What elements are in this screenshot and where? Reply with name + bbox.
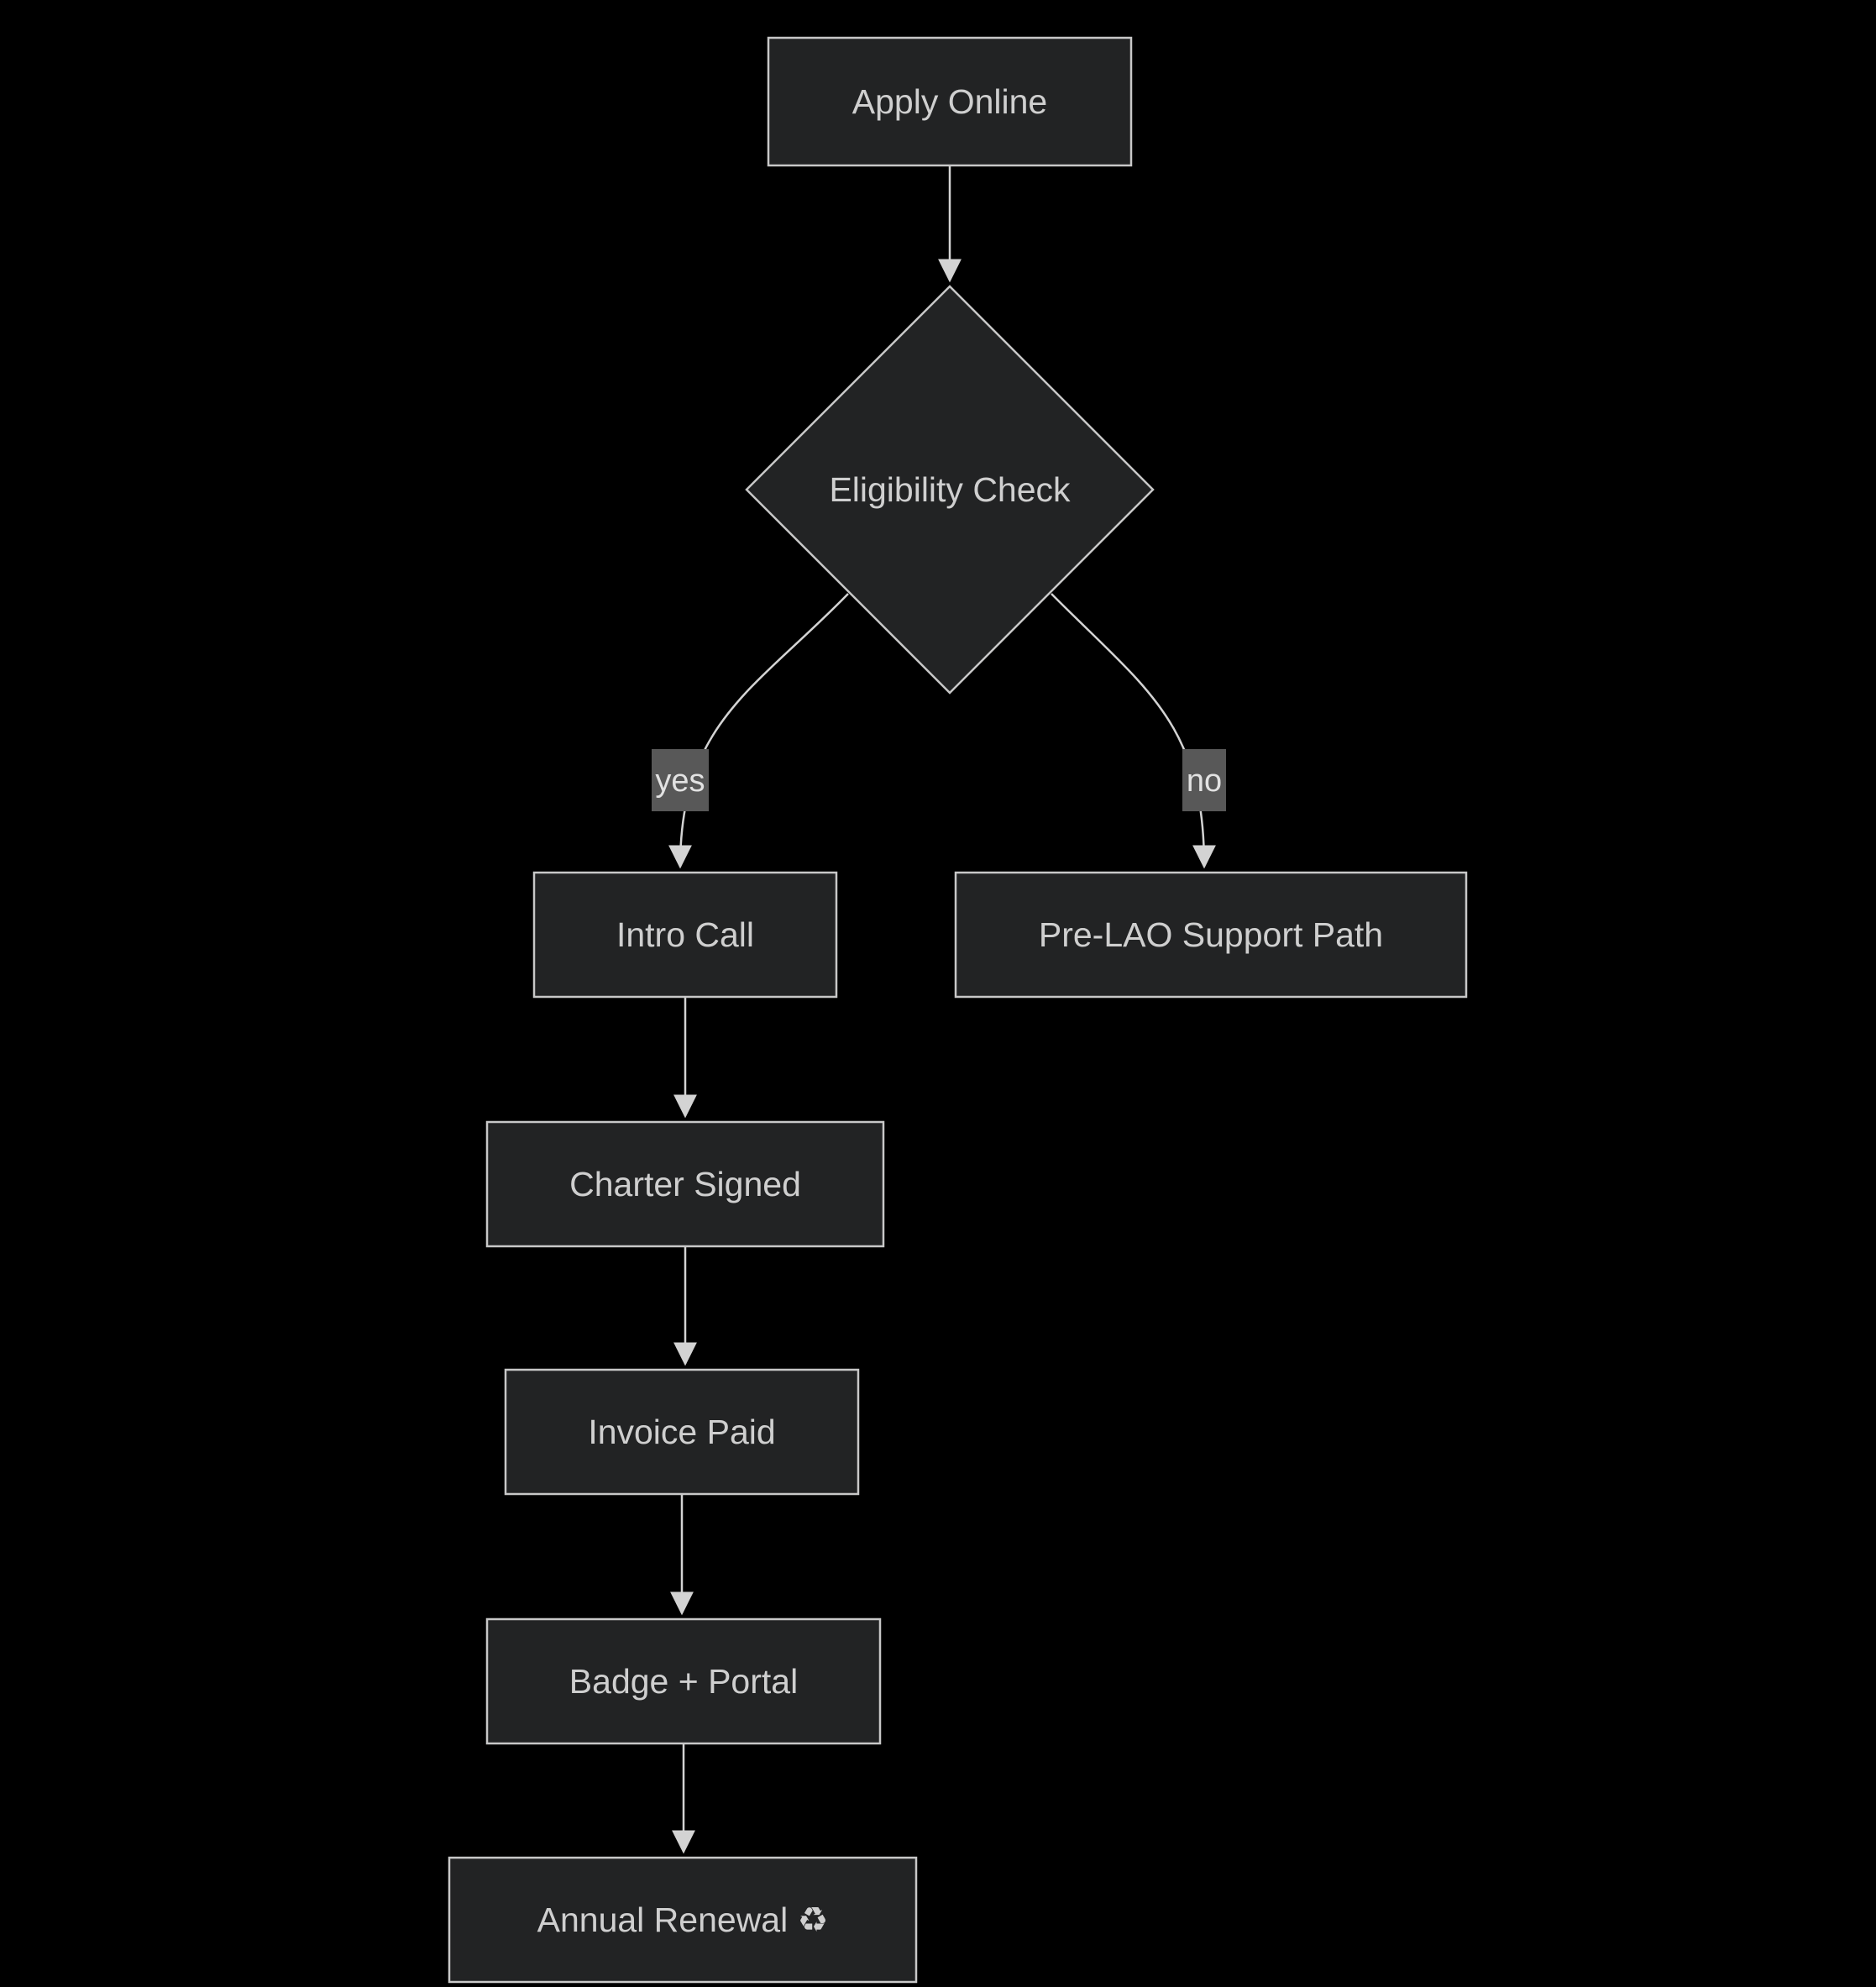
node-apply-online-box [767,36,1133,167]
node-badge-portal-label: Badge + Portal [569,1662,798,1701]
edge-label-no: no [1182,749,1226,811]
node-eligibility-check: Eligibility Check [745,285,1155,695]
edge-label-yes-background [652,749,709,811]
node-annual-renewal-label: Annual Renewal ♻ [537,1900,829,1939]
node-annual-renewal-box [448,1856,918,1984]
node-intro-call-label: Intro Call [616,915,754,954]
node-apply-online: Apply Online [767,36,1133,167]
edge-label-no-text: no [1187,763,1222,799]
node-badge-portal: Badge + Portal [485,1617,882,1745]
node-invoice-paid-box [504,1368,860,1496]
node-charter-signed-box [485,1120,885,1248]
node-invoice-paid: Invoice Paid [504,1368,860,1496]
node-charter-signed-label: Charter Signed [569,1165,801,1203]
node-invoice-paid-label: Invoice Paid [588,1413,775,1451]
node-intro-call-box [532,871,838,999]
node-badge-portal-box [485,1617,882,1745]
node-eligibility-check-label: Eligibility Check [829,470,1071,509]
node-pre-lao-support-path-box [954,871,1468,999]
node-intro-call: Intro Call [532,871,838,999]
edge-eligibility-yes-to-intro [668,593,849,869]
edge-label-yes: yes [652,749,709,811]
node-apply-online-label: Apply Online [852,82,1047,121]
node-charter-signed: Charter Signed [485,1120,885,1248]
node-annual-renewal: Annual Renewal ♻ [448,1856,918,1984]
edge-eligibility-no-to-prelao [1051,593,1216,869]
node-eligibility-check-diamond [745,285,1155,695]
edge-label-no-background [1182,749,1226,811]
edge-label-yes-text: yes [655,763,705,799]
node-pre-lao-support-path: Pre-LAO Support Path [954,871,1468,999]
node-pre-lao-support-path-label: Pre-LAO Support Path [1039,915,1383,954]
